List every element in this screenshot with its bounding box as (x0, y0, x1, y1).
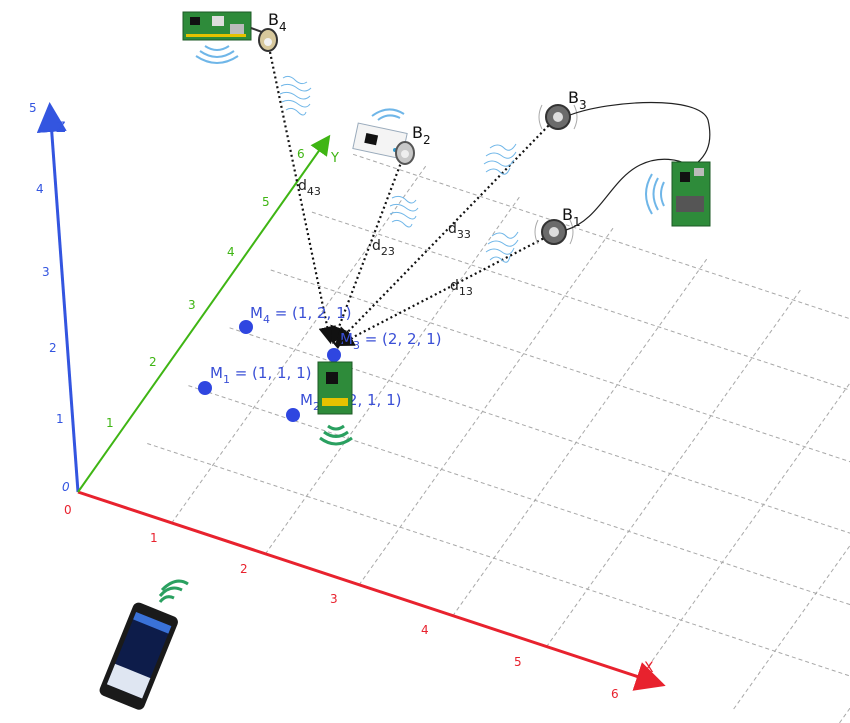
x-tick: 5 (514, 655, 522, 669)
x-axis-label: X (644, 660, 654, 676)
grid-line (452, 257, 709, 617)
distance-line-d43 (268, 51, 336, 345)
x-tick: 0 (64, 503, 72, 517)
x-tick: 2 (240, 562, 248, 576)
x-tick: 3 (330, 592, 338, 606)
y-tick: 3 (188, 298, 196, 312)
beacon-b1: B1 (534, 205, 581, 245)
y-tick: 4 (227, 245, 235, 259)
distance-line-d33 (334, 121, 553, 346)
floor-grid (147, 153, 850, 723)
point-m3 (327, 348, 341, 362)
controller-board (645, 161, 711, 227)
distance-label-d23: d23 (372, 238, 395, 258)
beacon-b4: B4 (182, 10, 287, 64)
speaker-cable (569, 101, 711, 166)
distance-label-d13: d13 (450, 278, 473, 298)
grid-line (264, 195, 521, 555)
x-axis (77, 490, 666, 691)
origin-label: 0 (62, 480, 70, 494)
beacon-label-b3: B3 (568, 88, 587, 112)
point-m4 (239, 320, 253, 334)
grid-line (188, 385, 850, 606)
grid-line (352, 153, 850, 320)
point-m1 (198, 381, 212, 395)
x-tick: 1 (150, 531, 158, 545)
distance-label-d33: d33 (448, 221, 471, 241)
y-tick: 5 (262, 195, 270, 209)
wifi-icon (319, 424, 353, 446)
z-tick: 2 (49, 341, 57, 355)
distance-line-d23 (330, 159, 404, 345)
grid-line (311, 211, 850, 391)
wifi-icon (195, 45, 239, 64)
z-axis-label: Z (56, 120, 66, 136)
beacon-b3: B3 (538, 88, 587, 130)
point-label-m3: M3 = (2, 2, 1) (340, 330, 441, 352)
grid-line (545, 288, 802, 648)
z-tick: 3 (42, 265, 50, 279)
beacon-b2: B2 (352, 108, 431, 165)
x-tick: 6 (611, 687, 619, 701)
grid-line (229, 327, 850, 534)
grid-line (270, 269, 850, 463)
point-label-m1: M1 = (1, 1, 1) (210, 364, 311, 386)
wifi-icon (158, 579, 189, 603)
y-axis-label: Y (330, 151, 339, 166)
receiver-board (317, 335, 353, 446)
distance-label-d43: d43 (298, 178, 321, 198)
microphone-board-icon (317, 361, 353, 415)
sound-wave-icon (279, 75, 312, 116)
sound-wave-icon (483, 143, 517, 175)
beacon-label-b4: B4 (268, 10, 287, 34)
wifi-icon (371, 108, 405, 121)
sound-wave-icon (389, 195, 419, 228)
microphone-board-icon (671, 161, 711, 227)
grid-line (358, 226, 615, 586)
grid-line (639, 382, 850, 679)
beacon-label-b2: B2 (412, 123, 431, 147)
z-tick: 4 (36, 182, 44, 196)
smartphone (99, 579, 189, 710)
points (198, 320, 341, 422)
wifi-icon (645, 173, 665, 215)
y-axis (77, 134, 331, 493)
speaker-cable (565, 158, 689, 231)
point-m2 (286, 408, 300, 422)
grid-line (171, 164, 428, 524)
y-tick: 1 (106, 416, 114, 430)
grid-line (147, 442, 850, 677)
grid-line (838, 707, 850, 723)
x-tick: 4 (421, 623, 429, 637)
grid-line (733, 544, 850, 710)
point-label-m4: M4 = (1, 2, 1) (250, 304, 351, 326)
z-axis (36, 102, 80, 493)
sound-wave-icon (485, 231, 519, 263)
z-tick: 5 (29, 101, 37, 115)
y-tick: 2 (149, 355, 157, 369)
beacon-label-b1: B1 (562, 205, 581, 229)
y-tick: 6 (297, 147, 305, 161)
z-tick: 1 (56, 412, 64, 426)
